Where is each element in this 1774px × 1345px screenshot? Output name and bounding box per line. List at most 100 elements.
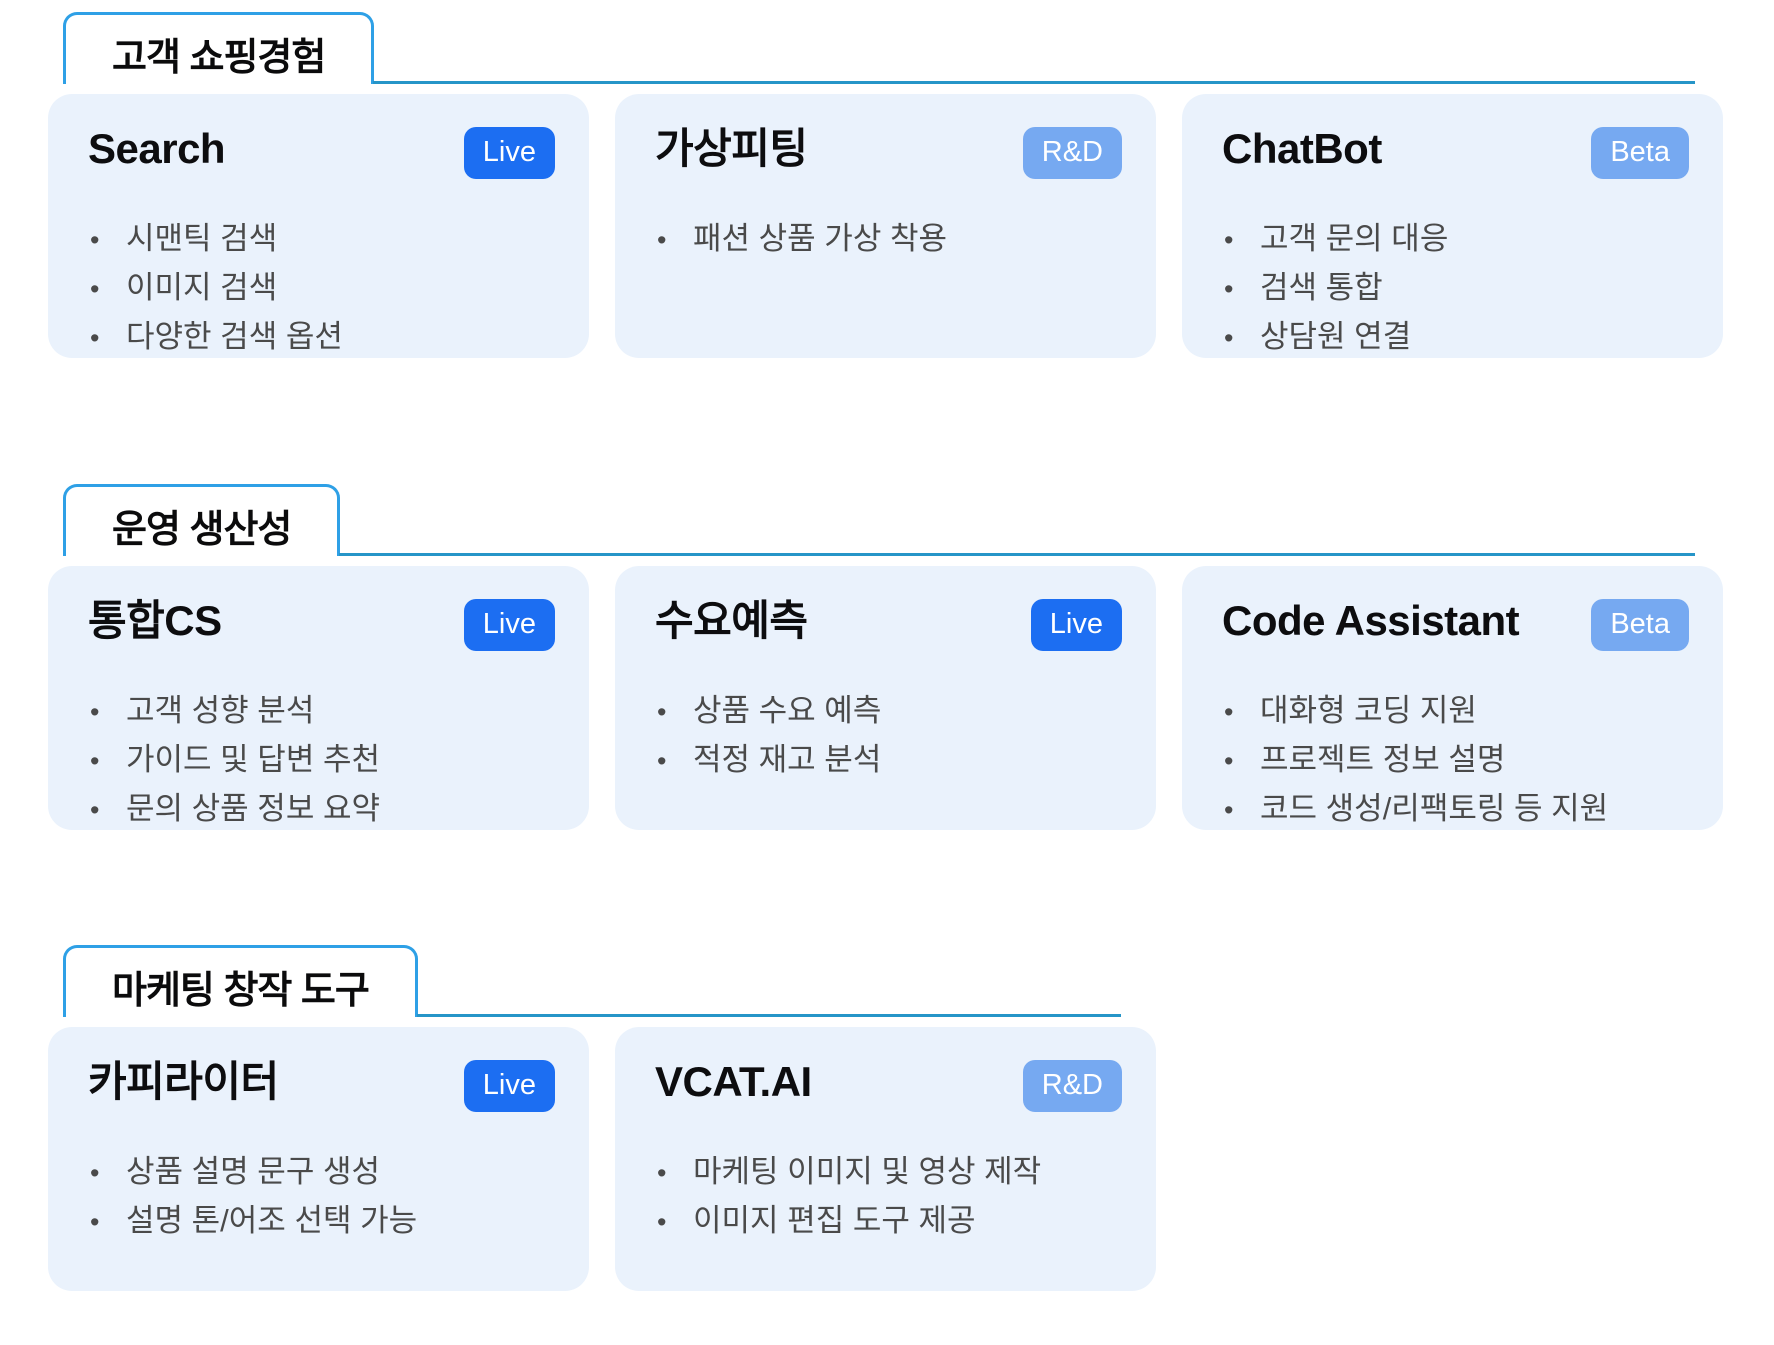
feature-text: 마케팅 이미지 및 영상 제작: [693, 1154, 1042, 1189]
card-title: 가상피팅: [655, 125, 808, 172]
status-badge: Live: [1030, 599, 1122, 651]
section-tab-operations: 운영 생산성: [63, 484, 341, 556]
section-tab-customer-shopping: 고객 쇼핑경험: [63, 12, 375, 84]
feature-item: • 상담원 연결: [1222, 313, 1689, 362]
bullet-icon: •: [90, 1207, 100, 1237]
bullet-icon: •: [90, 795, 100, 825]
feature-text: 고객 성향 분석: [126, 693, 315, 728]
feature-list: • 고객 문의 대응 • 검색 통합 • 상담원 연결: [1222, 215, 1689, 362]
section-underline: [373, 12, 1695, 84]
status-badge: Live: [463, 127, 555, 179]
service-card-search: Search Live • 시맨틱 검색 • 이미지 검색 • 다양한 검색 옵션: [48, 94, 589, 358]
feature-text: 문의 상품 정보 요약: [126, 791, 380, 826]
status-badge: R&D: [1022, 1060, 1122, 1112]
card-title: 수요예측: [655, 597, 808, 644]
card-title: ChatBot: [1222, 125, 1382, 172]
card-title: VCAT.AI: [655, 1058, 812, 1105]
feature-list: • 고객 성향 분석 •가이드 및 답변 추천 • 문의 상품 정보 요약: [88, 687, 555, 834]
feature-item: • 적정 재고 분석: [655, 736, 1122, 785]
section-operations-productivity: 운영 생산성 통합CS Live •고객 성향 분석 •가이드 및 답변 추천 …: [48, 484, 1726, 830]
card-title: 통합CS: [88, 597, 222, 644]
service-card-virtual-fitting: 가상피팅 R&D • 패션 상품 가상 착용: [615, 94, 1156, 358]
feature-list: • 상품 수요 예측 • 적정 재고 분석: [655, 687, 1122, 785]
section-marketing-creative-tools: 마케팅 창작 도구 카피라이터 Live • 상품 설명 문구 생성 • 설명 톤/…: [48, 945, 1726, 1291]
card-title: Code Assistant: [1222, 597, 1520, 644]
feature-text: 프로젝트 정보 설명: [1260, 742, 1506, 777]
status-badge: Live: [463, 599, 555, 651]
status-badge: Live: [463, 1060, 555, 1112]
status-badge: R&D: [1022, 127, 1122, 179]
feature-text: 상품 설명 문구 생성: [126, 1154, 380, 1189]
feature-item: • 설명 톤/어조 선택 가능: [88, 1197, 555, 1246]
bullet-icon: •: [1224, 746, 1234, 776]
feature-list: • 마케팅 이미지 및 영상 제작 • 이미지 편집 도구 제공: [655, 1148, 1122, 1246]
bullet-icon: •: [1224, 795, 1234, 825]
section-title: 마케팅 창작 도구: [112, 970, 370, 1012]
service-card-copywriter: 카피라이터 Live • 상품 설명 문구 생성 • 설명 톤/어조 선택 가능: [48, 1027, 589, 1291]
card-row: 통합CS Live •고객 성향 분석 •가이드 및 답변 추천 •문의 상품 …: [48, 566, 1726, 830]
feature-text: 시맨틱 검색: [126, 221, 278, 256]
section-customer-shopping: 고객 쇼핑경험 Search Live • 시맨틱 검색 • 이미지 검색 • 다양한…: [48, 12, 1726, 358]
service-card-demand-forecast: 수요예측 Live • 상품 수요 예측 • 적정 재고 분석: [615, 566, 1156, 830]
feature-text: 이미지 검색: [126, 270, 278, 305]
feature-item: • 프로젝트 정보 설명: [1222, 736, 1689, 785]
feature-text: 다양한 검색 옵션: [126, 319, 343, 354]
bullet-icon: •: [657, 746, 667, 776]
section-header: 운영 생산성: [63, 484, 1695, 556]
bullet-icon: •: [657, 697, 667, 727]
card-row: 카피라이터 Live • 상품 설명 문구 생성 • 설명 톤/어조 선택 가능 V…: [48, 1027, 1726, 1291]
feature-text: 대화형 코딩 지원: [1260, 693, 1477, 728]
section-header: 고객 쇼핑경험: [63, 12, 1695, 84]
feature-text: 가이드 및 답변 추천: [126, 742, 380, 777]
feature-item: •가이드 및 답변 추천: [88, 736, 555, 785]
feature-text: 상품 수요 예측: [693, 693, 882, 728]
feature-item: • 고객 문의 대응: [1222, 215, 1689, 264]
section-title: 운영 생산성: [112, 509, 292, 551]
section-title: 고객 쇼핑경험: [112, 37, 326, 79]
service-card-code-assistant: Code Assistant Beta • 대화형 코딩 지원 • 프로젝트 정보 …: [1182, 566, 1723, 830]
bullet-icon: •: [90, 274, 100, 304]
section-underline: [339, 484, 1695, 556]
feature-item: • 이미지 검색: [88, 264, 555, 313]
bullet-icon: •: [1224, 225, 1234, 255]
feature-item: • 고객 성향 분석: [88, 687, 555, 736]
feature-text: 상담원 연결: [1260, 319, 1412, 354]
feature-list: • 시맨틱 검색 • 이미지 검색 • 다양한 검색 옵션: [88, 215, 555, 362]
feature-list: • 대화형 코딩 지원 • 프로젝트 정보 설명 • 코드 생성/리팩토링 등 지원: [1222, 687, 1689, 834]
feature-text: 고객 문의 대응: [1260, 221, 1449, 256]
bullet-icon: •: [657, 1158, 667, 1188]
bullet-icon: •: [1224, 274, 1234, 304]
feature-text: 코드 생성/리팩토링 등 지원: [1260, 791, 1609, 826]
feature-list: • 패션 상품 가상 착용: [655, 215, 1122, 264]
section-tab-marketing: 마케팅 창작 도구: [63, 945, 418, 1017]
section-header: 마케팅 창작 도구: [63, 945, 1122, 1017]
bullet-icon: •: [90, 697, 100, 727]
feature-item: • 상품 설명 문구 생성: [88, 1148, 555, 1197]
feature-item: • 시맨틱 검색: [88, 215, 555, 264]
feature-text: 패션 상품 가상 착용: [693, 221, 947, 256]
service-card-vcat-ai: VCAT.AI R&D • 마케팅 이미지 및 영상 제작 • 이미지 편집 도구 …: [615, 1027, 1156, 1291]
bullet-icon: •: [90, 225, 100, 255]
feature-item: • 문의 상품 정보 요약: [88, 785, 555, 834]
feature-text: 검색 통합: [1260, 270, 1383, 305]
bullet-icon: •: [657, 1207, 667, 1237]
section-underline: [416, 945, 1122, 1017]
bullet-icon: •: [90, 323, 100, 353]
bullet-icon: •: [657, 225, 667, 255]
bullet-icon: •: [90, 1158, 100, 1188]
service-card-chatbot: ChatBot Beta • 고객 문의 대응 • 검색 통합 • 상담원 연결: [1182, 94, 1723, 358]
bullet-icon: •: [1224, 323, 1234, 353]
feature-text: 이미지 편집 도구 제공: [693, 1203, 976, 1238]
feature-item: • 마케팅 이미지 및 영상 제작: [655, 1148, 1122, 1197]
status-badge: Beta: [1591, 599, 1689, 651]
feature-text: 설명 톤/어조 선택 가능: [126, 1203, 418, 1238]
feature-item: • 패션 상품 가상 착용: [655, 215, 1122, 264]
feature-item: • 이미지 편집 도구 제공: [655, 1197, 1122, 1246]
status-badge: Beta: [1591, 127, 1689, 179]
card-title: Search: [88, 125, 226, 172]
feature-text: 적정 재고 분석: [693, 742, 882, 777]
feature-list: • 상품 설명 문구 생성 • 설명 톤/어조 선택 가능: [88, 1148, 555, 1246]
card-title: 카피라이터: [88, 1058, 279, 1105]
bullet-icon: •: [1224, 697, 1234, 727]
